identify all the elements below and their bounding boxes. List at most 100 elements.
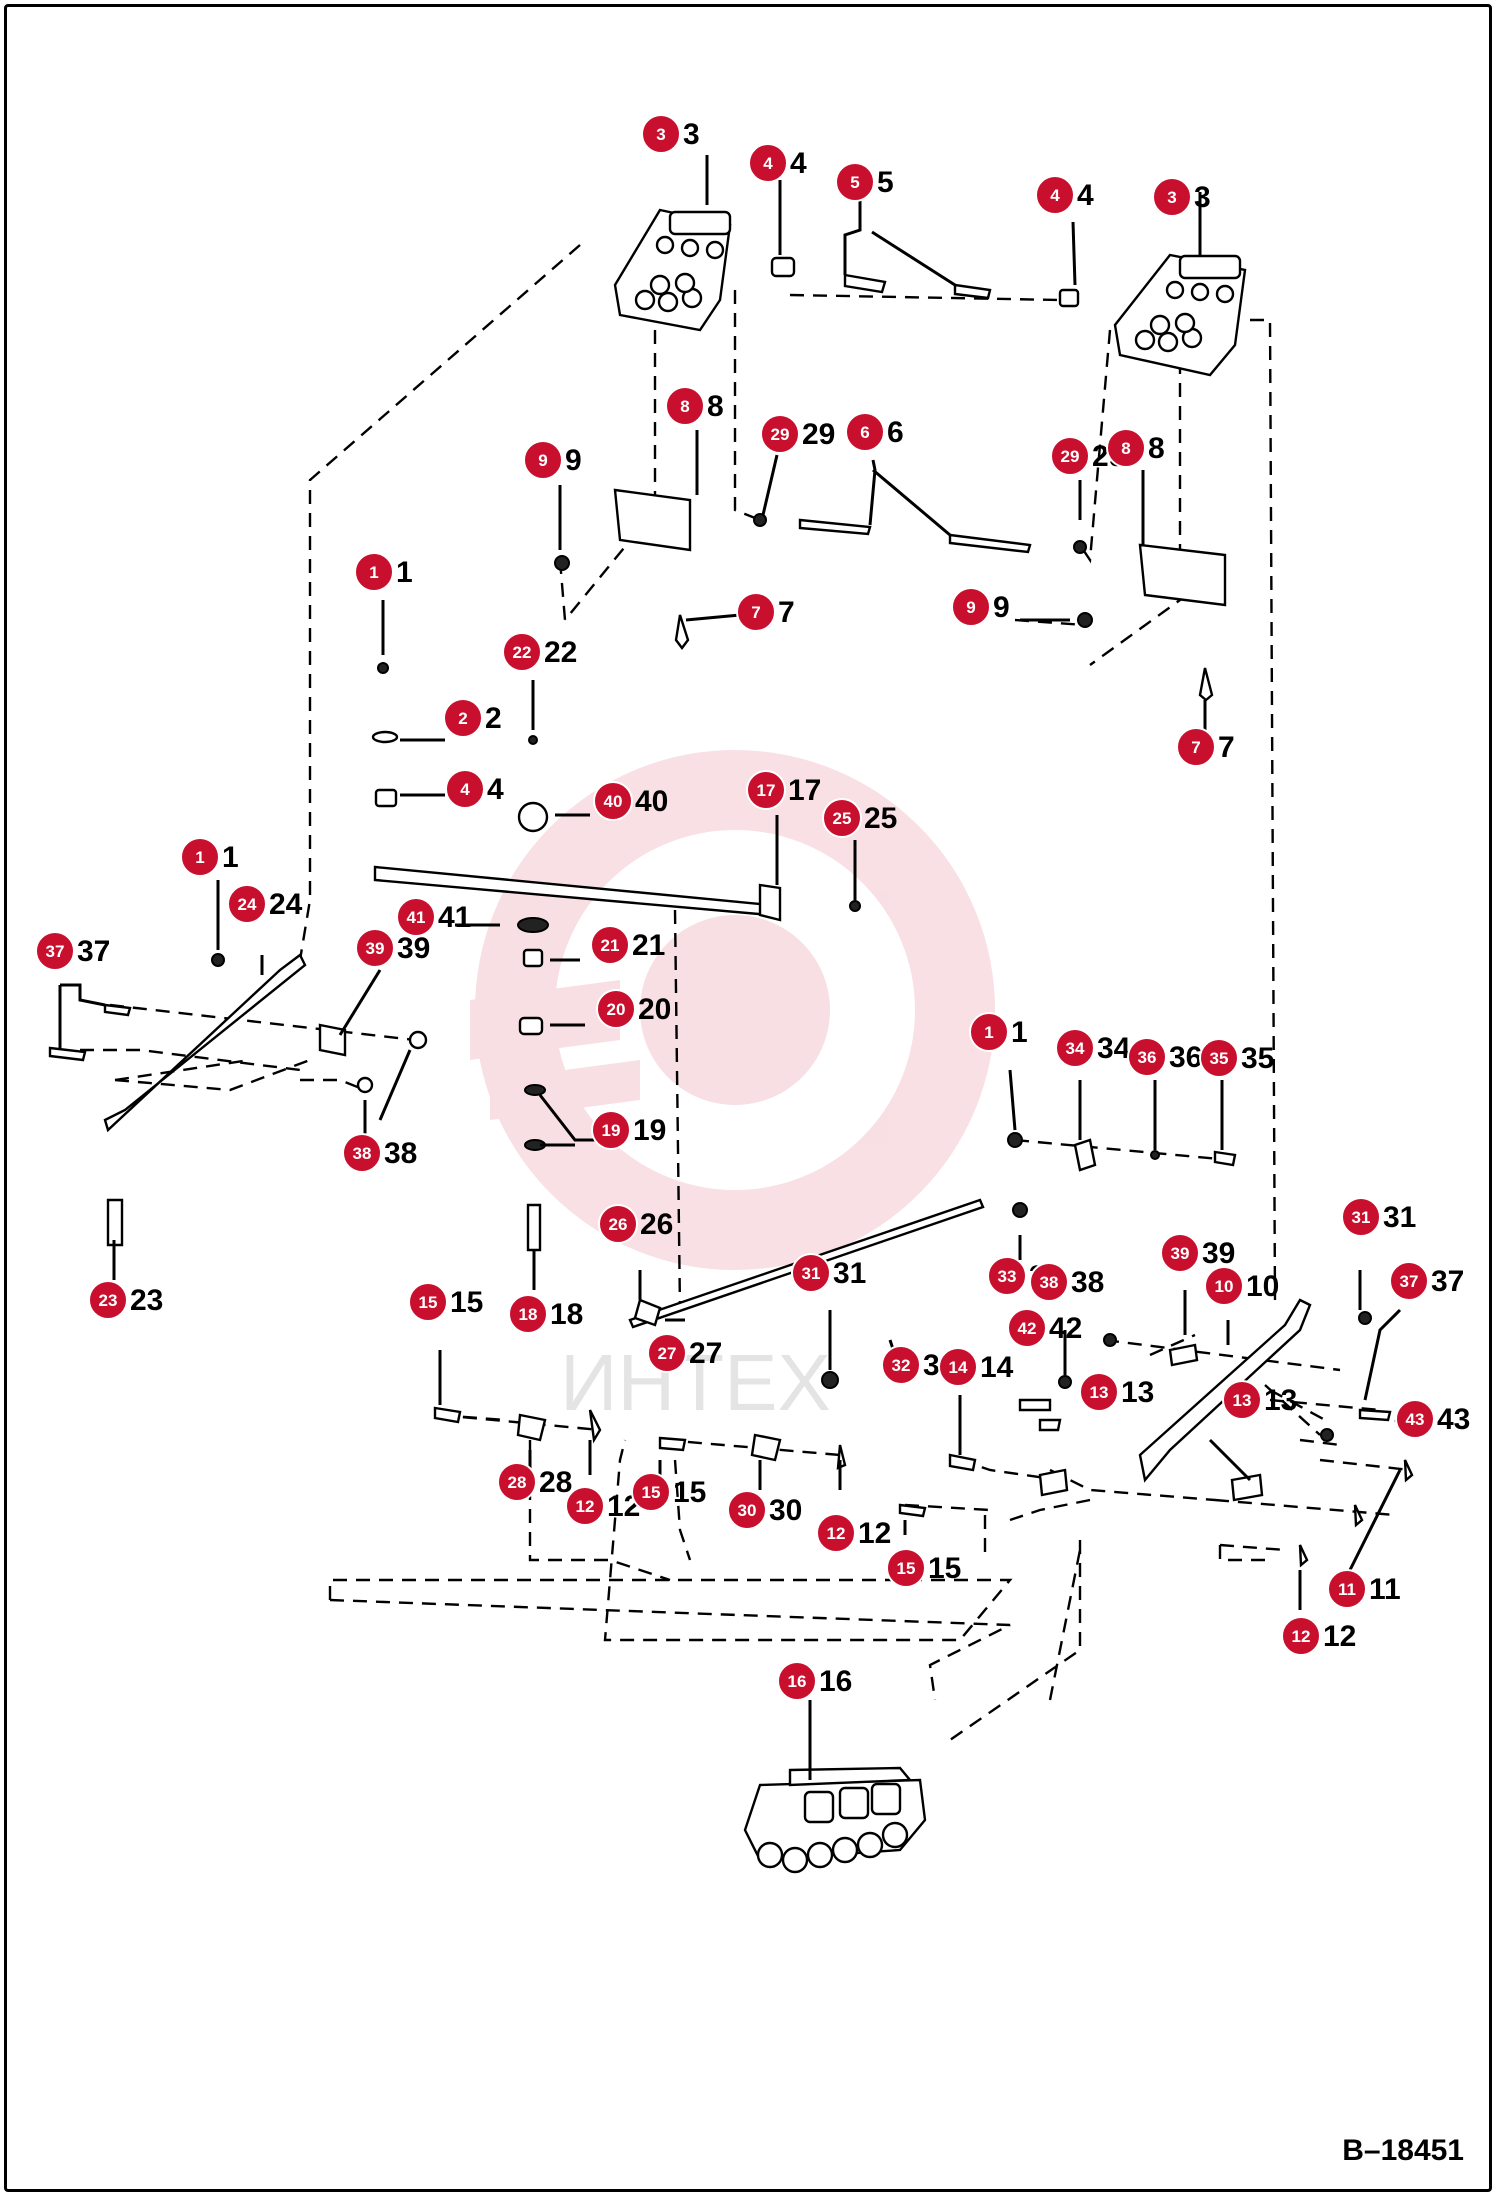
callout-badge[interactable]: 30	[727, 1490, 767, 1530]
callout-badge[interactable]: 13	[1079, 1372, 1119, 1412]
callout-badge[interactable]: 25	[822, 798, 862, 838]
printed-part-number: 1	[396, 556, 413, 589]
callout-badge[interactable]: 9	[951, 587, 991, 627]
callout-number: 9	[966, 598, 975, 617]
callout-badge[interactable]: 7	[736, 592, 776, 632]
callout-badge[interactable]: 15	[886, 1548, 926, 1588]
callout-circle	[445, 769, 485, 809]
callout-badge[interactable]: 16	[777, 1661, 817, 1701]
callout-badge[interactable]: 11	[1327, 1569, 1367, 1609]
printed-part-number: 40	[635, 785, 668, 818]
callout-badge[interactable]: 12	[565, 1486, 605, 1526]
callout-circle	[591, 1110, 631, 1150]
callout-badge[interactable]: 8	[1106, 428, 1146, 468]
callout-badge[interactable]: 36	[1127, 1037, 1167, 1077]
printed-part-number: 27	[689, 1337, 722, 1370]
callout-badge[interactable]: 4	[748, 143, 788, 183]
printed-part-number: 12	[1323, 1620, 1356, 1653]
callout-badge[interactable]: 8	[665, 386, 705, 426]
callout-badge[interactable]: 17	[746, 770, 786, 810]
callout-badge[interactable]: 27	[647, 1333, 687, 1373]
callout-badge[interactable]: 2	[443, 698, 483, 738]
callout-badge[interactable]: 5	[835, 162, 875, 202]
callout-number: 3	[1167, 188, 1176, 207]
printed-part-number: 24	[269, 888, 303, 921]
callout-number: 5	[850, 173, 859, 192]
callout-badge[interactable]: 4	[445, 769, 485, 809]
callout-number: 33	[998, 1267, 1017, 1286]
callout-badge[interactable]: 3	[641, 114, 681, 154]
callout-number: 14	[949, 1358, 968, 1377]
callout-badge[interactable]: 37	[35, 931, 75, 971]
pin-part	[948, 533, 1032, 554]
callout-badge[interactable]: 20	[596, 989, 636, 1029]
callout-badge[interactable]: 9	[523, 440, 563, 480]
callout-badge[interactable]: 31	[791, 1253, 831, 1293]
callout-badge[interactable]: 26	[598, 1204, 638, 1244]
callout-badge[interactable]: 10	[1204, 1266, 1244, 1306]
callout-badge[interactable]: 21	[590, 925, 630, 965]
callout-circle	[396, 897, 436, 937]
callout-badge[interactable]: 42	[1007, 1308, 1047, 1348]
printed-part-number: 43	[1437, 1403, 1470, 1436]
callout-badge[interactable]: 18	[508, 1294, 548, 1334]
callout-badge[interactable]: 4	[1035, 175, 1075, 215]
callout-number: 12	[827, 1524, 846, 1543]
callout-badge[interactable]: 43	[1395, 1399, 1435, 1439]
callout-badge[interactable]: 40	[593, 781, 633, 821]
callout-badge[interactable]: 15	[631, 1472, 671, 1512]
callout-badge[interactable]: 41	[396, 897, 436, 937]
callout-badge[interactable]: 6	[845, 412, 885, 452]
callout-circle	[987, 1256, 1027, 1296]
callout-badge[interactable]: 38	[1029, 1262, 1069, 1302]
callout-badge[interactable]: 34	[1055, 1028, 1095, 1068]
callout-number: 2	[458, 709, 467, 728]
callout-badge[interactable]: 13	[1222, 1380, 1262, 1420]
callout-number: 27	[658, 1344, 677, 1363]
printed-part-number: 31	[833, 1257, 866, 1290]
left-bracket-part	[613, 488, 692, 552]
printed-part-number: 9	[565, 444, 582, 477]
callout-badge[interactable]: 7	[1176, 727, 1216, 767]
callout-number: 23	[99, 1291, 118, 1310]
callout-number: 42	[1018, 1319, 1037, 1338]
printed-part-number: 28	[539, 1466, 572, 1499]
callout-circle	[355, 928, 395, 968]
callout-badge[interactable]: 33	[987, 1256, 1027, 1296]
callout-badge[interactable]: 37	[1389, 1261, 1429, 1301]
callout-badge[interactable]: 12	[1281, 1616, 1321, 1656]
callout-badge[interactable]: 1	[969, 1012, 1009, 1052]
printed-part-number: 6	[887, 416, 904, 449]
callout-number: 17	[757, 781, 776, 800]
callout-badge[interactable]: 39	[1160, 1233, 1200, 1273]
callout-badge[interactable]: 19	[591, 1110, 631, 1150]
callout-badge[interactable]: 31	[1341, 1197, 1381, 1237]
callout-badge[interactable]: 28	[497, 1462, 537, 1502]
callout-badge[interactable]: 35	[1199, 1038, 1239, 1078]
callout-badge[interactable]: 38	[342, 1133, 382, 1173]
printed-part-number: 37	[77, 935, 110, 968]
callout-badge[interactable]: 32	[881, 1345, 921, 1385]
printed-part-number: 16	[819, 1665, 852, 1698]
callout-number: 31	[802, 1264, 821, 1283]
callout-badge[interactable]: 14	[938, 1347, 978, 1387]
callout-badge[interactable]: 29	[1050, 436, 1090, 476]
callout-badge[interactable]: 1	[180, 837, 220, 877]
callout-badge[interactable]: 12	[816, 1513, 856, 1553]
callout-circle	[1127, 1037, 1167, 1077]
left-foot-pedal-part	[613, 208, 732, 332]
callout-badge[interactable]: 3	[1152, 177, 1192, 217]
callout-circle	[1160, 1233, 1200, 1273]
callout-badge[interactable]: 22	[502, 632, 542, 672]
callout-badge[interactable]: 1	[354, 552, 394, 592]
callout-number: 35	[1210, 1049, 1229, 1068]
callout-number: 18	[519, 1305, 538, 1324]
printed-part-number: 22	[544, 636, 577, 669]
callout-badge[interactable]: 24	[227, 884, 267, 924]
callout-number: 37	[46, 942, 65, 961]
callout-badge[interactable]: 15	[408, 1282, 448, 1322]
callout-badge[interactable]: 23	[88, 1280, 128, 1320]
callout-badge[interactable]: 39	[355, 928, 395, 968]
callout-badge[interactable]: 29	[760, 414, 800, 454]
printed-part-number: 38	[1071, 1266, 1104, 1299]
